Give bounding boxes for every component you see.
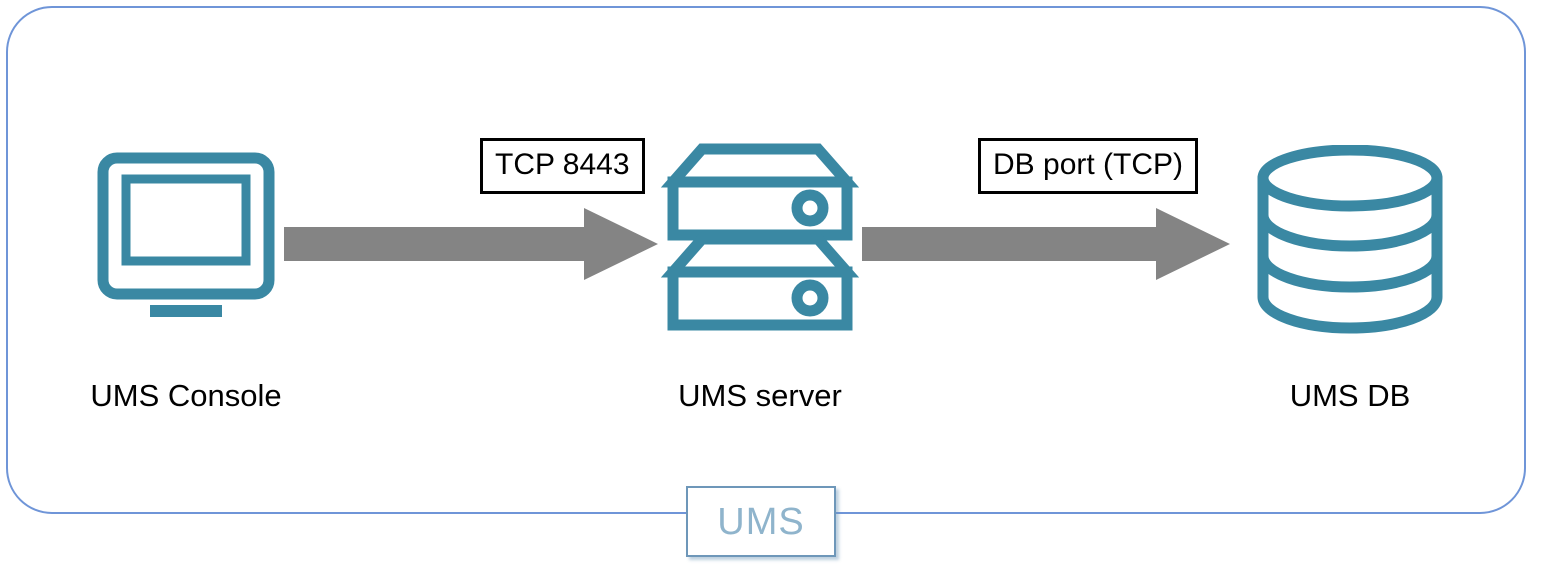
node-ums-console[interactable]: UMS Console: [0, 148, 372, 411]
node-ums-db[interactable]: UMS DB: [1160, 144, 1540, 411]
port-label-tcp-8443: TCP 8443: [480, 138, 645, 194]
node-label-wrap: UMS server: [570, 380, 950, 411]
node-label-ums-server: UMS server: [678, 378, 842, 413]
monitor-icon: [93, 148, 279, 320]
port-label-db-port: DB port (TCP): [978, 138, 1199, 194]
server-stack-icon: [660, 140, 860, 332]
ums-badge-label: UMS: [717, 500, 805, 543]
node-label-wrap: UMS DB: [1160, 380, 1540, 411]
database-cylinder-icon: [1250, 144, 1450, 335]
node-label-wrap: UMS Console: [0, 380, 372, 411]
node-label-ums-console: UMS Console: [90, 378, 282, 413]
ums-badge: UMS: [686, 486, 836, 557]
arrow-console-to-server: [284, 206, 658, 282]
node-ums-server[interactable]: UMS server: [570, 140, 950, 411]
node-label-ums-db: UMS DB: [1289, 378, 1411, 413]
arrow-server-to-db: [862, 206, 1230, 282]
